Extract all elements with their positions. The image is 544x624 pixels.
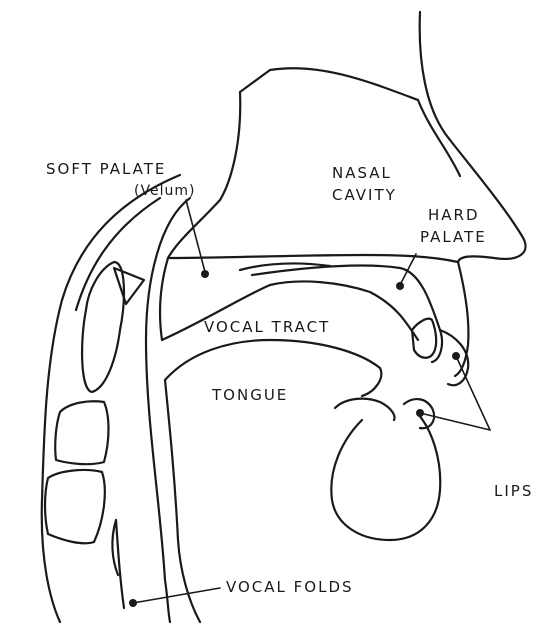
label-tongue: TONGUE xyxy=(212,388,288,403)
hard-palate-dot xyxy=(396,282,404,290)
hard-palate-outline xyxy=(170,255,458,362)
soft-palate-leader xyxy=(186,200,205,272)
label-soft-palate: SOFT PALATE xyxy=(46,162,166,177)
label-velum: (Velum) xyxy=(134,184,195,198)
label-lips: LIPS xyxy=(494,484,533,499)
soft-palate-dot xyxy=(201,270,209,278)
vertebra-3 xyxy=(45,470,105,543)
label-hard: HARD xyxy=(428,208,480,223)
vertebra-triangle xyxy=(114,268,144,304)
lips-leader-upper xyxy=(456,356,490,430)
neck-outline xyxy=(42,175,180,622)
upper-lip-dot xyxy=(452,352,460,360)
label-palate: PALATE xyxy=(420,230,487,245)
label-cavity: CAVITY xyxy=(332,188,397,203)
vertebra-2 xyxy=(55,401,108,464)
lower-jaw-outline xyxy=(331,399,440,540)
vocal-folds-dot xyxy=(129,599,137,607)
face-profile-outline xyxy=(420,12,526,376)
label-nasal: NASAL xyxy=(332,166,392,181)
lips-leader-lower xyxy=(420,413,490,430)
lower-lip-dot xyxy=(416,409,424,417)
larynx-outline xyxy=(112,520,124,608)
label-vocal-folds: VOCAL FOLDS xyxy=(226,580,354,595)
nasal-cavity-outline xyxy=(168,68,460,258)
label-vocal-tract: VOCAL TRACT xyxy=(204,320,330,335)
vocal-folds-leader xyxy=(133,588,220,603)
